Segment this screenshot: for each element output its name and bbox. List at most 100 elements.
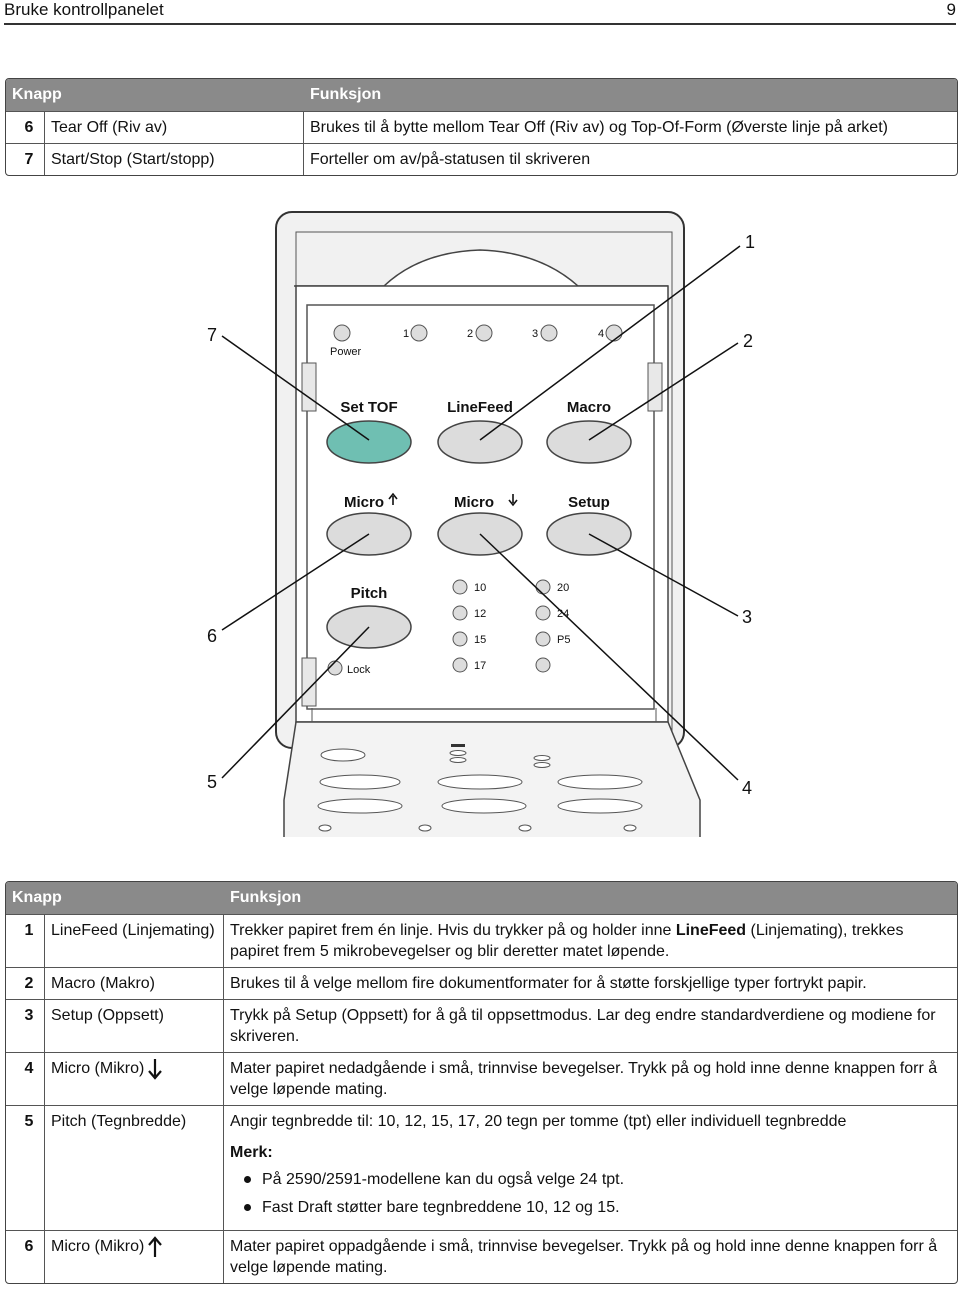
arrow-up-icon	[148, 1236, 163, 1257]
micro-up-label: Micro	[344, 494, 384, 511]
table-row: 7 Start/Stop (Start/stopp) Forteller om …	[6, 143, 957, 175]
table-header-row: Knapp Funksjon	[6, 882, 957, 914]
function-text: Trekker papiret frem én linje. Hvis du t…	[230, 922, 676, 939]
callout-line-7	[221, 335, 370, 441]
callout-1: 1	[745, 232, 755, 252]
row-number: 3	[6, 999, 45, 1052]
col-function-header: Funksjon	[224, 882, 957, 914]
button-table-top: Knapp Funksjon 6 Tear Off (Riv av) Bruke…	[5, 78, 958, 176]
pitch-p5-light	[535, 631, 551, 647]
tray-mark	[451, 744, 465, 747]
row-function: Angir tegnbredde til: 10, 12, 15, 17, 20…	[224, 1105, 957, 1230]
row-button-text: Micro (Mikro)	[51, 1060, 145, 1078]
note-label: Merk:	[230, 1144, 273, 1161]
callout-line-5	[221, 626, 370, 779]
row-number: 1	[6, 914, 45, 967]
callout-3: 3	[742, 607, 752, 627]
power-label: Power	[330, 346, 362, 358]
tray-mark	[533, 755, 551, 761]
tray-slot	[437, 774, 523, 790]
col-button-header: Knapp	[6, 882, 224, 914]
page-header: Bruke kontrollpanelet 9	[0, 0, 960, 25]
callout-line-4	[479, 533, 739, 781]
left-clip-lower	[301, 657, 317, 707]
macro-button[interactable]	[546, 420, 632, 464]
list-item: På 2590/2591-modellene kan du også velge…	[244, 1169, 951, 1190]
callout-6: 6	[207, 626, 217, 646]
callout-line-3	[588, 533, 739, 617]
indicator-1-label: 1	[403, 328, 409, 340]
left-clip	[301, 362, 317, 412]
indicator-4-light	[605, 324, 623, 342]
macro-label: Macro	[567, 399, 611, 416]
row-button: Tear Off (Riv av)	[45, 111, 304, 143]
row-function: Trekker papiret frem én linje. Hvis du t…	[224, 914, 957, 967]
page-number: 9	[946, 0, 956, 19]
pitch-17-light	[452, 657, 468, 673]
table-row: 6 Micro (Mikro) Mater papiret oppadgåend…	[6, 1230, 957, 1283]
row-button: Micro (Mikro)	[45, 1052, 224, 1105]
table-header-row: Knapp Funksjon	[6, 79, 957, 111]
panel-top-arch	[294, 249, 668, 287]
row-button: Setup (Oppsett)	[45, 999, 224, 1052]
pitch-label: Pitch	[351, 585, 388, 602]
callout-line-2	[588, 342, 739, 441]
panel-label-area	[306, 304, 655, 710]
page-title: Bruke kontrollpanelet	[4, 0, 164, 19]
pitch-17-label: 17	[474, 660, 486, 672]
function-bold: LineFeed	[675, 922, 747, 939]
linefeed-button[interactable]	[437, 420, 523, 464]
tray-mark	[449, 757, 467, 763]
row-function: Forteller om av/på-statusen til skrivere…	[304, 143, 957, 175]
indicator-2-label: 2	[467, 328, 473, 340]
tray-mark	[533, 762, 551, 768]
pitch-24-light	[535, 605, 551, 621]
arrow-up-icon	[388, 492, 398, 505]
row-number: 6	[6, 1230, 45, 1283]
row-button: Start/Stop (Start/stopp)	[45, 143, 304, 175]
pitch-10-light	[452, 579, 468, 595]
pitch-12-light	[452, 605, 468, 621]
pitch-15-light	[452, 631, 468, 647]
row-button: Pitch (Tegnbredde)	[45, 1105, 224, 1230]
row-number: 2	[6, 967, 45, 999]
setup-label: Setup	[568, 494, 610, 511]
tray-slot	[319, 774, 401, 790]
table-row: 2 Macro (Makro) Brukes til å velge mello…	[6, 967, 957, 999]
tray-hinge	[311, 708, 657, 722]
callout-7: 7	[207, 325, 217, 345]
tray-slot	[557, 798, 643, 814]
table-row: 4 Micro (Mikro) Mater papiret nedadgåend…	[6, 1052, 957, 1105]
tray-mark	[449, 750, 467, 756]
row-button-text: Micro (Mikro)	[51, 1238, 145, 1256]
function-text: Angir tegnbredde til: 10, 12, 15, 17, 20…	[230, 1113, 847, 1130]
indicator-1-light	[410, 324, 428, 342]
list-item: Fast Draft støtter bare tegnbreddene 10,…	[244, 1197, 951, 1218]
pitch-20-label: 20	[557, 582, 569, 594]
tray-hole	[518, 824, 532, 832]
table-row: 1 LineFeed (Linjemating) Trekker papiret…	[6, 914, 957, 967]
callout-2: 2	[743, 331, 753, 351]
right-clip	[647, 362, 663, 412]
pitch-20-light	[535, 579, 551, 595]
function-text: (Linjemating), trekkes papiret frem 5 mi…	[230, 922, 904, 960]
button-table-bottom: Knapp Funksjon 1 LineFeed (Linjemating) …	[5, 881, 958, 1284]
callout-line-1	[479, 245, 741, 441]
power-light	[333, 324, 351, 342]
row-button: Macro (Makro)	[45, 967, 224, 999]
pitch-15-label: 15	[474, 634, 486, 646]
row-function: Brukes til å bytte mellom Tear Off (Riv …	[304, 111, 957, 143]
table-row: 3 Setup (Oppsett) Trykk på Setup (Oppset…	[6, 999, 957, 1052]
set-tof-button[interactable]	[326, 420, 412, 464]
tray-slot	[557, 774, 643, 790]
callout-4: 4	[742, 778, 752, 798]
tray-slot	[441, 798, 527, 814]
indicator-4-label: 4	[598, 328, 604, 340]
callout-5: 5	[207, 772, 217, 792]
row-function: Mater papiret nedadgående i små, trinnvi…	[224, 1052, 957, 1105]
col-button-header: Knapp	[6, 79, 304, 111]
tray-slot	[320, 748, 366, 762]
tray-hole	[318, 824, 332, 832]
row-function: Trykk på Setup (Oppsett) for å gå til op…	[224, 999, 957, 1052]
indicator-3-light	[540, 324, 558, 342]
